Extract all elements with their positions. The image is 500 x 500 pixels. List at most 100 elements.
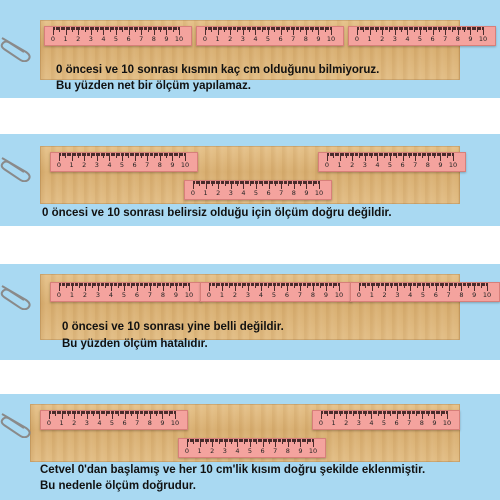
ruler-tick [257,439,259,442]
ruler-tick [136,27,138,30]
ruler-tick [377,411,379,416]
ruler-tick [87,153,89,156]
ruler-number: 5 [113,35,119,43]
ruler-tick [228,181,230,184]
ruler-tick [461,27,463,30]
ruler-tick [278,439,280,442]
ruler-tick [464,27,466,32]
ruler-tick [232,283,234,286]
ruler-tick [84,411,86,414]
ruler-tick [327,27,329,30]
explanation-line-1: 0 öncesi ve 10 sonrası kısmın kaç cm old… [56,64,380,76]
ruler-tick [288,283,290,286]
ruler-tick [108,153,110,156]
ruler-tick [420,283,422,286]
ruler-number: 3 [362,161,367,169]
ruler-tick [318,283,320,286]
ruler-number: 7 [135,419,140,427]
ruler-number: 2 [344,419,349,427]
ruler-tick [67,153,69,156]
ruler-tick [311,181,313,184]
ruler-number: 9 [323,291,329,299]
ruler-tick [391,283,392,288]
ruler-tick [404,27,406,30]
ruler-tick [444,411,446,414]
ruler-tick [76,153,78,156]
explanation-line-1: Cetvel 0'dan başlamış ve her 10 cm'lik k… [40,464,426,476]
ruler-tick [376,153,378,156]
ruler-tick [309,27,311,30]
ruler-tick [71,153,73,161]
ruler-tick [285,27,287,30]
ruler-tick [143,27,145,30]
ruler-tick [328,153,330,156]
ruler-number: 0 [46,419,52,427]
ruler-tick [375,27,377,32]
ruler-tick [159,153,161,161]
ruler-tick [98,283,99,291]
ruler-tick [387,27,389,30]
ruler-tick [262,181,264,186]
ruler-tick [185,283,187,286]
ruler-tick [262,439,264,447]
ruler-tick [100,27,102,30]
ruler-tick [127,153,129,156]
ruler-tick [276,283,278,286]
ruler-tick [81,153,83,156]
ruler-tick [238,283,240,286]
ruler-tick [355,153,357,156]
ruler-number: 3 [88,35,93,43]
ruler-tick [92,27,94,30]
ruler-tick [437,153,439,156]
ruler-tick [203,181,205,184]
ruler-tick [391,27,393,30]
ruler-tick [146,411,148,414]
ruler-tick [342,411,344,414]
ruler-tick [271,27,273,30]
ruler-tick [443,27,445,30]
ruler-tick [296,283,298,286]
ruler-number: 1 [331,419,336,427]
ruler-tick [296,27,298,30]
ruler-tick [211,283,213,286]
ruler-tick [167,27,169,30]
ruler-number: 10 [180,161,190,169]
ruler-number: 5 [265,35,271,43]
ruler-number: 9 [173,291,179,299]
ruler-number: 5 [420,291,426,299]
ruler-tick [382,283,384,286]
ruler-tick [433,27,435,30]
ruler-tick [414,283,416,286]
ruler-tick [196,181,198,184]
ruler-tick [225,181,227,184]
ruler-tick [235,27,237,30]
ruler-tick [324,283,326,286]
ruler-tick [124,153,126,156]
ruler-tick [74,153,76,156]
ruler-tick [363,411,365,414]
ruler-tick [447,283,449,286]
ruler-number: 6 [430,35,435,43]
ruler-tick [380,283,382,286]
ruler-tick [246,439,248,442]
ruler-tick [168,153,170,156]
ruler-tick [414,411,416,414]
ruler-tick [283,27,285,30]
ruler-tick [437,27,439,30]
ruler-tick [327,411,329,416]
ruler-tick [140,153,142,158]
ruler-tick [481,27,483,30]
ruler-tick [129,411,131,414]
ruler-tick [119,27,121,30]
ruler-tick [319,283,321,288]
ruler-tick [423,283,424,291]
ruler-tick [290,181,292,184]
ruler-tick [130,153,132,156]
ruler-number: 6 [122,419,127,427]
ruler-tick [320,27,322,30]
ruler-tick [226,439,228,442]
ruler-tick [469,27,471,30]
ruler-tick [91,411,93,414]
ruler-tick [122,153,123,161]
